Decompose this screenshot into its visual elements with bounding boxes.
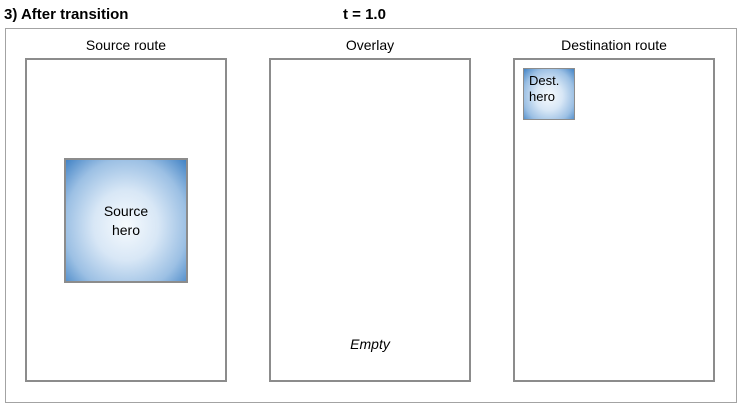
overlay-panel: Empty [269,58,471,382]
page-title: 3) After transition [4,6,129,23]
source-route-panel: Source hero [25,58,227,382]
overlay-empty-label: Empty [350,336,390,352]
source-hero-box: Source hero [64,158,188,283]
overlay-label: Overlay [345,37,395,53]
time-label: t = 1.0 [343,6,386,23]
destination-hero-box: Dest. hero [523,68,575,120]
destination-route-label: Destination route [561,37,667,53]
destination-route-panel: Dest. hero [513,58,715,382]
source-route-label: Source route [85,37,167,53]
